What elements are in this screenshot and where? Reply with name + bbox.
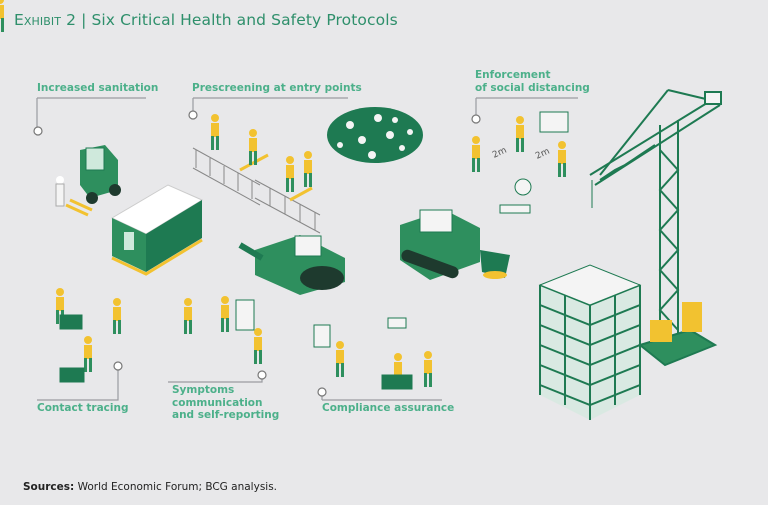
label-line: and self-reporting — [172, 409, 280, 421]
connector-symptoms — [168, 379, 263, 383]
site-office-container-icon — [110, 184, 204, 276]
label-symptoms: Symptoms communication and self-reportin… — [172, 384, 279, 422]
exhibit-title: Exhibit 2 | Six Critical Health and Safe… — [14, 11, 398, 29]
label-contact-tracing: Contact tracing — [37, 402, 129, 414]
exhibit-number: Exhibit 2 — [14, 11, 77, 29]
sources-label: Sources: — [23, 481, 75, 493]
label-line: of social distancing — [475, 81, 590, 94]
label-social-distancing: Enforcement of social distancing — [475, 69, 590, 94]
props — [59, 111, 569, 390]
connector-prescreening — [192, 97, 348, 111]
distance-marker: 2m — [534, 147, 551, 162]
connector-compliance — [321, 396, 442, 401]
rock-pile-icon — [327, 107, 423, 163]
label-line: Enforcement — [475, 69, 551, 81]
label-prescreening: Prescreening at entry points — [192, 82, 362, 94]
excavator-icon — [400, 209, 510, 280]
title-text: Six Critical Health and Safety Protocols — [91, 11, 398, 29]
label-increased-sanitation: Increased sanitation — [37, 82, 159, 94]
road-roller-icon — [238, 235, 345, 295]
distance-marker: 2m — [491, 146, 508, 161]
worker-figures — [0, 0, 566, 389]
connector-distancing — [475, 97, 578, 115]
connector-dots — [33, 110, 481, 397]
label-line: Symptoms — [172, 384, 235, 396]
label-line: communication — [172, 396, 263, 409]
connector-sanitation — [36, 97, 146, 127]
building-frame-icon — [538, 264, 642, 420]
tower-crane-icon — [589, 89, 722, 367]
connector-contact — [37, 370, 119, 401]
label-compliance-assurance: Compliance assurance — [322, 402, 455, 414]
sources-text: World Economic Forum; BCG analysis. — [77, 481, 278, 493]
connector-lines — [36, 97, 578, 401]
sources-note: Sources: World Economic Forum; BCG analy… — [23, 481, 277, 493]
forklift-icon — [55, 145, 121, 217]
title-separator: | — [81, 11, 87, 29]
